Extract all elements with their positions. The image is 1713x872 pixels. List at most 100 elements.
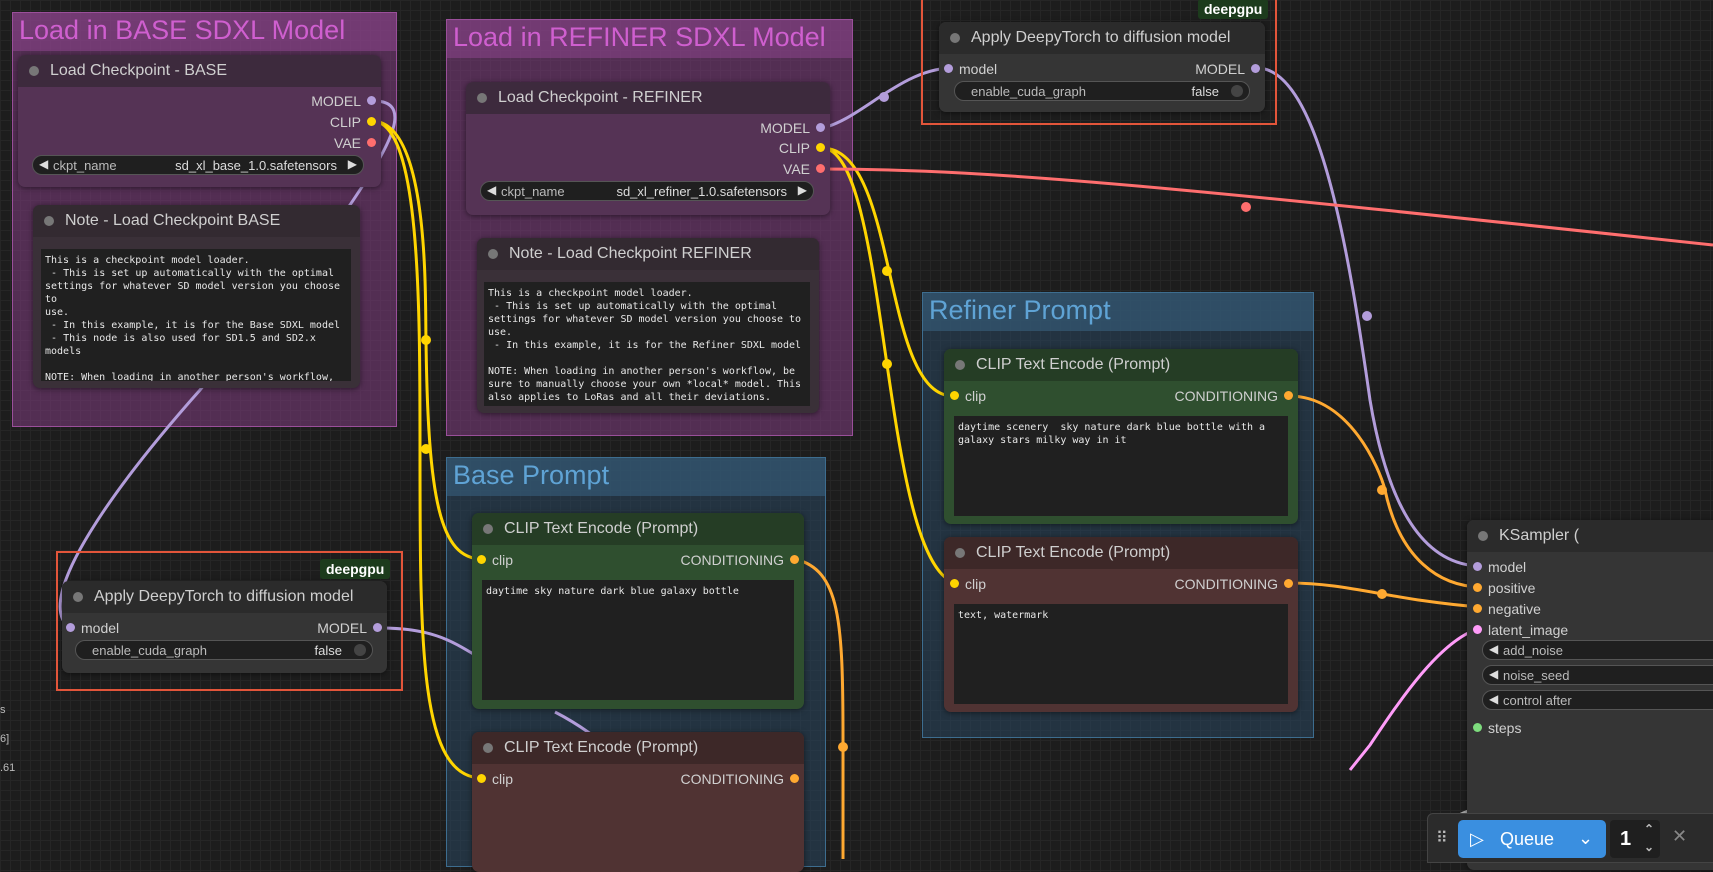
chevron-down-icon[interactable]: ⌄ [1578, 828, 1594, 848]
input-steps-label: steps [1488, 720, 1522, 736]
output-conditioning-label: CONDITIONING [1174, 576, 1278, 592]
node-clip-refiner-positive[interactable]: CLIP Text Encode (Prompt) clip CONDITION… [944, 349, 1298, 524]
deepgpu-badge-bottom: deepgpu [320, 559, 391, 579]
output-model-dot[interactable] [1251, 64, 1260, 73]
widget-value: sd_xl_refiner_1.0.safetensors [616, 184, 787, 199]
ckpt-name-combo[interactable]: ◀ ckpt_name sd_xl_base_1.0.safetensors ▶ [32, 155, 364, 175]
input-clip-dot[interactable] [477, 555, 486, 564]
close-icon[interactable]: ✕ [1672, 826, 1688, 846]
output-conditioning-dot[interactable] [790, 774, 799, 783]
add-noise-combo[interactable]: ◀ add_noise [1482, 640, 1713, 660]
group-title: Base Prompt [447, 458, 825, 496]
queue-button[interactable]: ▷ Queue ⌄ [1458, 820, 1606, 858]
prev-arrow-icon[interactable]: ◀ [39, 157, 49, 171]
widget-label: control after [1503, 693, 1572, 708]
input-clip-dot[interactable] [950, 579, 959, 588]
widget-value: sd_xl_base_1.0.safetensors [175, 158, 337, 173]
input-model-label: model [1488, 559, 1527, 575]
link-ref-cond-pos [1288, 394, 1481, 589]
prev-arrow-icon[interactable]: ◀ [1489, 692, 1499, 706]
input-negative-dot[interactable] [1473, 604, 1482, 613]
input-model-label: model [959, 61, 998, 77]
input-clip-label: clip [965, 388, 987, 404]
node-title: Note - Load Checkpoint BASE [33, 205, 360, 237]
output-vae-label: VAE [334, 135, 361, 151]
input-positive-dot[interactable] [1473, 583, 1482, 592]
ckpt-name-combo[interactable]: ◀ ckpt_name sd_xl_refiner_1.0.safetensor… [480, 181, 814, 201]
control-after-combo[interactable]: ◀ control after [1482, 690, 1713, 710]
output-model-label: MODEL [760, 120, 810, 136]
batch-count-input[interactable]: 1 ⌃ ⌄ [1610, 820, 1660, 858]
increment-icon[interactable]: ⌃ [1643, 822, 1654, 836]
input-positive-label: positive [1488, 580, 1536, 596]
widget-label: add_noise [1503, 643, 1563, 658]
selection-outline-top [921, 0, 1277, 125]
output-model-dot[interactable] [367, 96, 376, 105]
decrement-icon[interactable]: ⌄ [1643, 840, 1654, 854]
enable-cuda-graph-toggle[interactable]: enable_cuda_graph false [954, 81, 1250, 101]
input-clip-dot[interactable] [477, 774, 486, 783]
node-load-checkpoint-refiner[interactable]: Load Checkpoint - REFINER MODEL CLIP VAE… [466, 82, 830, 215]
node-title: CLIP Text Encode (Prompt) [944, 349, 1298, 381]
prev-arrow-icon[interactable]: ◀ [487, 183, 497, 197]
node-title: CLIP Text Encode (Prompt) [472, 732, 804, 764]
output-vae-dot[interactable] [816, 164, 825, 173]
input-latent-dot[interactable] [1473, 625, 1482, 634]
output-conditioning-dot[interactable] [1284, 391, 1293, 400]
output-model-dot[interactable] [816, 123, 825, 132]
node-title: Note - Load Checkpoint REFINER [477, 238, 819, 270]
node-deepytorch-top[interactable]: Apply DeepyTorch to diffusion model mode… [939, 22, 1265, 112]
info-line-2: 6] [0, 733, 10, 745]
noise-seed-number[interactable]: ◀ noise_seed [1482, 665, 1713, 685]
deepgpu-badge-top: deepgpu [1198, 0, 1269, 19]
input-latent-label: latent_image [1488, 622, 1569, 638]
info-line-1: s [0, 704, 6, 716]
output-vae-dot[interactable] [367, 138, 376, 147]
group-title: Refiner Prompt [923, 293, 1313, 331]
link-ref-cond-neg [1288, 581, 1481, 609]
drag-handle-icon[interactable]: ⠿ [1436, 830, 1448, 847]
enable-cuda-graph-toggle[interactable]: enable_cuda_graph false [75, 640, 373, 660]
note-text[interactable]: This is a checkpoint model loader. - Thi… [41, 249, 351, 381]
output-conditioning-dot[interactable] [1284, 579, 1293, 588]
next-arrow-icon[interactable]: ▶ [797, 183, 807, 197]
toggle-knob[interactable] [354, 644, 366, 656]
widget-value: false [1191, 84, 1219, 99]
node-note-base[interactable]: Note - Load Checkpoint BASE This is a ch… [33, 205, 360, 388]
widget-label: enable_cuda_graph [92, 643, 207, 658]
input-steps-dot[interactable] [1473, 723, 1482, 732]
widget-label: noise_seed [1503, 668, 1570, 683]
output-clip-label: CLIP [329, 114, 361, 130]
widget-value: false [314, 643, 342, 658]
group-title: Load in REFINER SDXL Model [447, 20, 852, 58]
output-conditioning-dot[interactable] [790, 555, 799, 564]
input-clip-dot[interactable] [950, 391, 959, 400]
prev-arrow-icon[interactable]: ◀ [1489, 667, 1499, 681]
output-vae-label: VAE [783, 161, 810, 177]
group-title: Load in BASE SDXL Model [13, 13, 396, 51]
toggle-knob[interactable] [1231, 85, 1243, 97]
node-note-refiner[interactable]: Note - Load Checkpoint REFINER This is a… [477, 238, 819, 413]
output-conditioning-label: CONDITIONING [1174, 388, 1278, 404]
output-conditioning-label: CONDITIONING [680, 771, 784, 787]
output-conditioning-label: CONDITIONING [680, 552, 784, 568]
batch-count-value: 1 [1620, 828, 1632, 850]
next-arrow-icon[interactable]: ▶ [347, 157, 357, 171]
node-load-checkpoint-base[interactable]: Load Checkpoint - BASE MODEL CLIP VAE ◀ … [18, 55, 381, 187]
output-clip-dot[interactable] [367, 117, 376, 126]
widget-label: ckpt_name [501, 184, 565, 199]
prompt-text[interactable]: daytime sky nature dark blue galaxy bott… [482, 580, 794, 700]
node-clip-base-positive[interactable]: CLIP Text Encode (Prompt) clip CONDITION… [472, 513, 804, 709]
widget-label: ckpt_name [53, 158, 117, 173]
input-model-dot[interactable] [1473, 562, 1482, 571]
output-clip-dot[interactable] [816, 143, 825, 152]
note-text[interactable]: This is a checkpoint model loader. - Thi… [484, 282, 810, 406]
node-clip-base-negative[interactable]: CLIP Text Encode (Prompt) clip CONDITION… [472, 732, 804, 872]
play-icon: ▷ [1470, 829, 1484, 849]
node-clip-refiner-negative[interactable]: CLIP Text Encode (Prompt) clip CONDITION… [944, 537, 1298, 712]
input-clip-label: clip [965, 576, 987, 592]
prompt-text[interactable]: daytime scenery sky nature dark blue bot… [954, 416, 1288, 516]
prompt-text[interactable]: text, watermark [954, 604, 1288, 704]
prev-arrow-icon[interactable]: ◀ [1489, 642, 1499, 656]
link-latent [1348, 626, 1481, 771]
